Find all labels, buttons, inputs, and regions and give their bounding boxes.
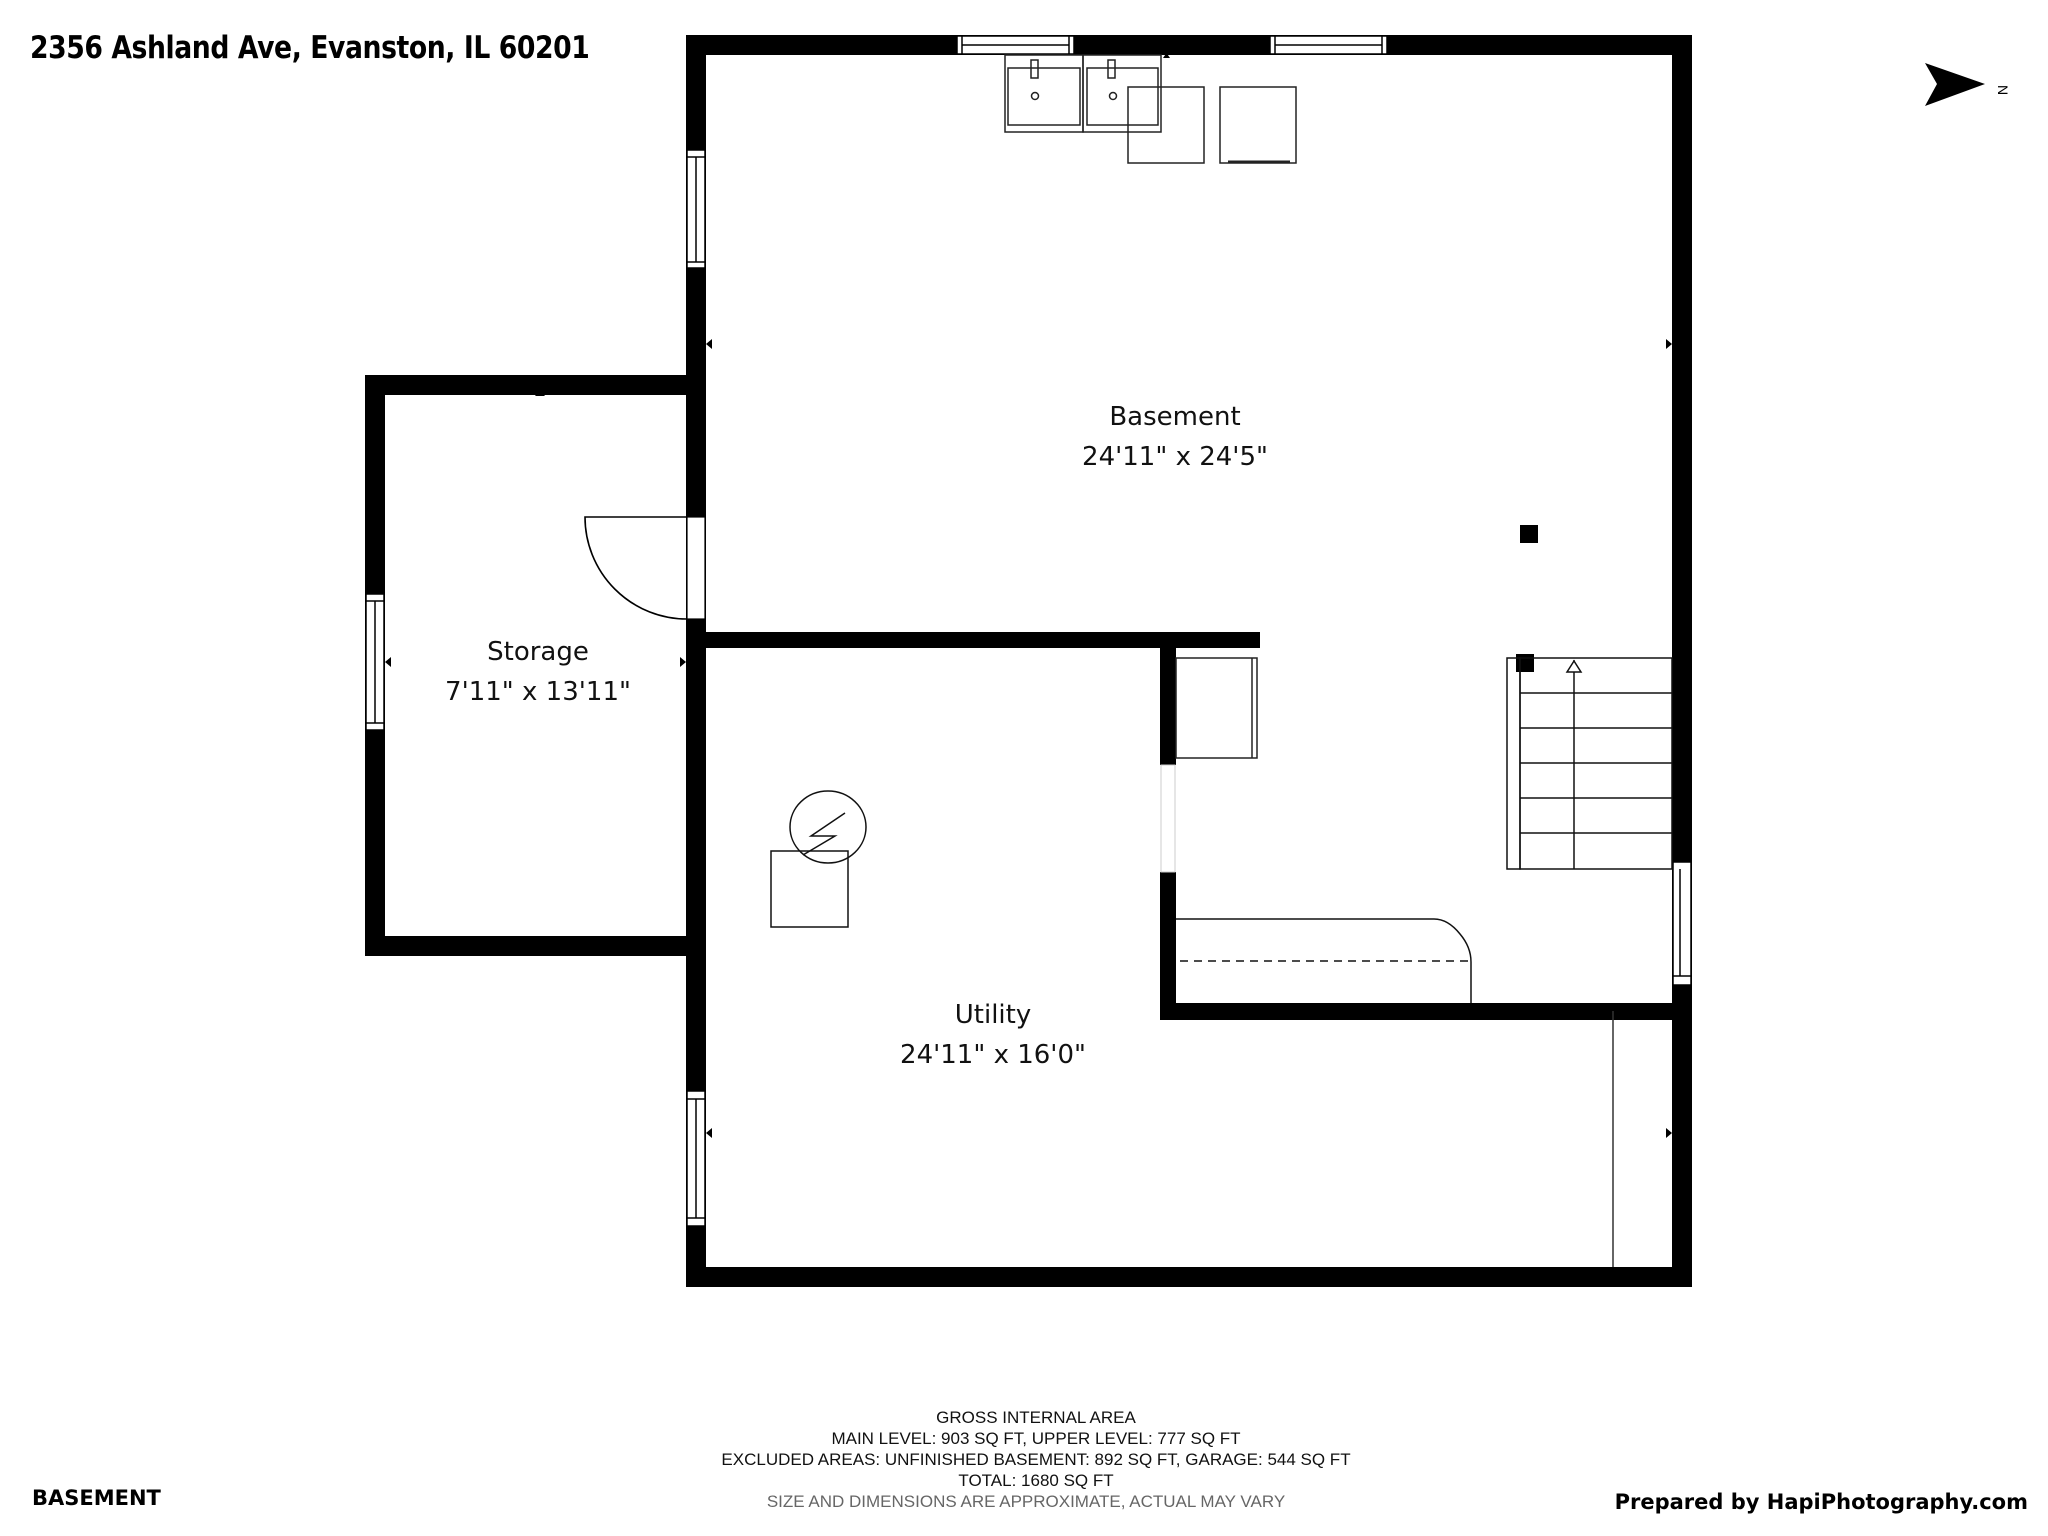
laundry-sinks xyxy=(1004,54,1162,133)
area-total: TOTAL: 1680 SQ FT xyxy=(958,1471,1114,1490)
storage-wall-bottom xyxy=(365,936,706,956)
property-address: 2356 Ashland Ave, Evanston, IL 60201 xyxy=(30,30,590,66)
walls xyxy=(365,35,1692,1287)
room-utility: Utility 24'11" x 16'0" xyxy=(900,995,1086,1075)
washer-dryer xyxy=(1127,86,1297,164)
marker xyxy=(1163,53,1170,58)
column xyxy=(1516,654,1534,672)
wall-inner-bottom xyxy=(1160,1003,1672,1020)
room-dimensions: 7'11" x 13'11" xyxy=(445,677,631,707)
room-storage: Storage 7'11" x 13'11" xyxy=(445,632,631,712)
room-dimensions: 24'11" x 24'5" xyxy=(1082,442,1268,472)
window-top-2 xyxy=(1269,35,1388,55)
dryer xyxy=(1219,86,1297,164)
window-left-lower xyxy=(686,1090,706,1227)
windows xyxy=(365,35,1692,1227)
area-heading: GROSS INTERNAL AREA xyxy=(936,1408,1136,1427)
wall-top xyxy=(686,35,1692,55)
cabinet xyxy=(1175,657,1258,759)
column xyxy=(1520,525,1538,543)
area-disclaimer: SIZE AND DIMENSIONS ARE APPROXIMATE, ACT… xyxy=(766,1492,1286,1511)
dimension-markers xyxy=(385,339,1672,1273)
room-name: Basement xyxy=(1109,402,1241,432)
floor-name: BASEMENT xyxy=(32,1486,161,1510)
window-right xyxy=(1672,861,1692,986)
window-top-1 xyxy=(956,35,1075,55)
wall-divider xyxy=(706,632,1260,648)
room-name: Storage xyxy=(487,637,589,667)
storage-door xyxy=(584,516,706,620)
furnace xyxy=(770,850,849,928)
room-dimensions: 24'11" x 16'0" xyxy=(900,1040,1086,1070)
washer xyxy=(1127,86,1205,164)
stairs xyxy=(1506,657,1673,870)
wall-inner-upper xyxy=(1160,640,1176,765)
wall-right xyxy=(1672,35,1692,1287)
room-name: Utility xyxy=(954,1000,1032,1030)
area-line-excluded: EXCLUDED AREAS: UNFINISHED BASEMENT: 892… xyxy=(721,1450,1351,1469)
storage-wall-top xyxy=(365,375,706,395)
svg-text:N: N xyxy=(1995,85,2011,95)
wall-left xyxy=(686,35,706,1287)
doorway-opening xyxy=(1160,764,1176,873)
room-basement: Basement 24'11" x 24'5" xyxy=(1082,397,1268,477)
north-arrow-icon: N xyxy=(1925,63,2011,106)
wall-bottom xyxy=(686,1267,1692,1287)
wall-inner-lower xyxy=(1160,872,1176,1020)
window-storage xyxy=(365,593,385,731)
water-heater-icon xyxy=(789,790,867,864)
counter xyxy=(1176,918,1472,1003)
prepared-by-credit: Prepared by HapiPhotography.com xyxy=(1614,1490,2028,1514)
stairs-up-arrow-icon xyxy=(1565,659,1583,673)
window-left-upper xyxy=(686,149,706,269)
area-line-main-upper: MAIN LEVEL: 903 SQ FT, UPPER LEVEL: 777 … xyxy=(831,1429,1241,1448)
